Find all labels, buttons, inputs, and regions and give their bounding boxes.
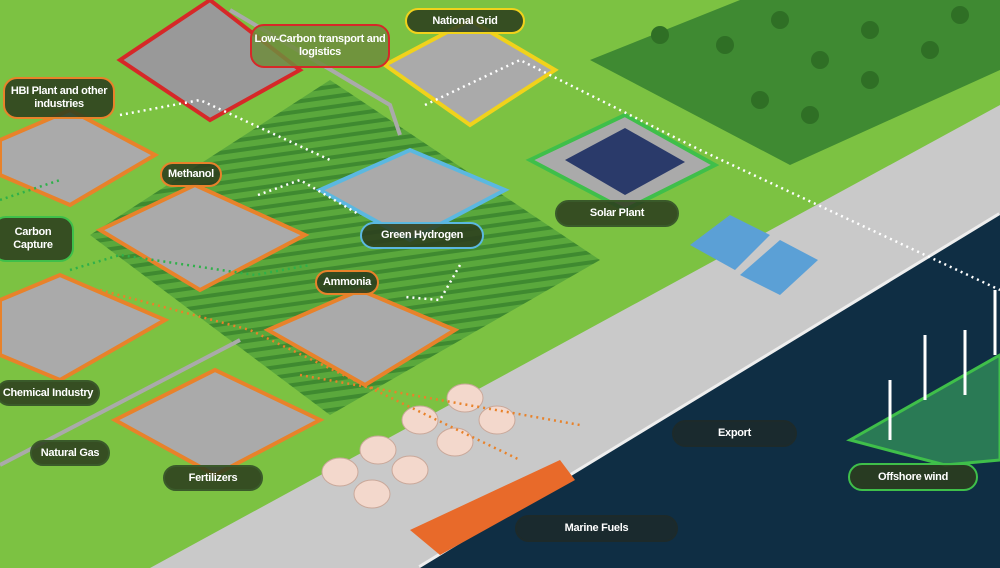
forest-area bbox=[590, 0, 1000, 165]
hbi-platform bbox=[0, 107, 160, 208]
label-chemical-industry: Chemical Industry bbox=[0, 380, 100, 406]
label-export: Export bbox=[672, 420, 797, 447]
chemical-platform bbox=[0, 272, 170, 383]
offshore-platform bbox=[846, 353, 1000, 467]
label-ammonia: Ammonia bbox=[315, 270, 379, 295]
label-offshore-wind: Offshore wind bbox=[848, 463, 978, 491]
striped-field bbox=[90, 80, 600, 415]
connection-lines-green bbox=[0, 178, 311, 277]
warehouses bbox=[690, 215, 818, 295]
label-carbon-capture: Carbon Capture bbox=[0, 216, 74, 262]
label-natural-gas: Natural Gas bbox=[30, 440, 110, 466]
label-green-hydrogen: Green Hydrogen bbox=[360, 222, 484, 249]
transport-platform bbox=[116, 0, 304, 123]
methanol-platform bbox=[95, 182, 310, 293]
solar-panels bbox=[565, 128, 685, 195]
label-marine-fuels: Marine Fuels bbox=[515, 515, 678, 542]
label-transport: Low-Carbon transport and logistics bbox=[250, 24, 390, 68]
fertilizer-platform bbox=[110, 367, 325, 478]
wind-turbines bbox=[888, 290, 997, 440]
label-fertilizers: Fertilizers bbox=[163, 465, 263, 491]
ship bbox=[410, 460, 575, 555]
storage-tanks bbox=[321, 383, 516, 509]
label-solar-plant: Solar Plant bbox=[555, 200, 679, 227]
label-national-grid: National Grid bbox=[405, 8, 525, 34]
label-hbi-plant: HBI Plant and other industries bbox=[3, 77, 115, 119]
ammonia-platform bbox=[263, 287, 460, 388]
label-methanol: Methanol bbox=[160, 162, 222, 187]
connection-lines-orange bbox=[99, 288, 581, 462]
grid-platform bbox=[381, 17, 559, 128]
connection-lines bbox=[119, 58, 1000, 302]
forest-trees bbox=[651, 6, 969, 124]
